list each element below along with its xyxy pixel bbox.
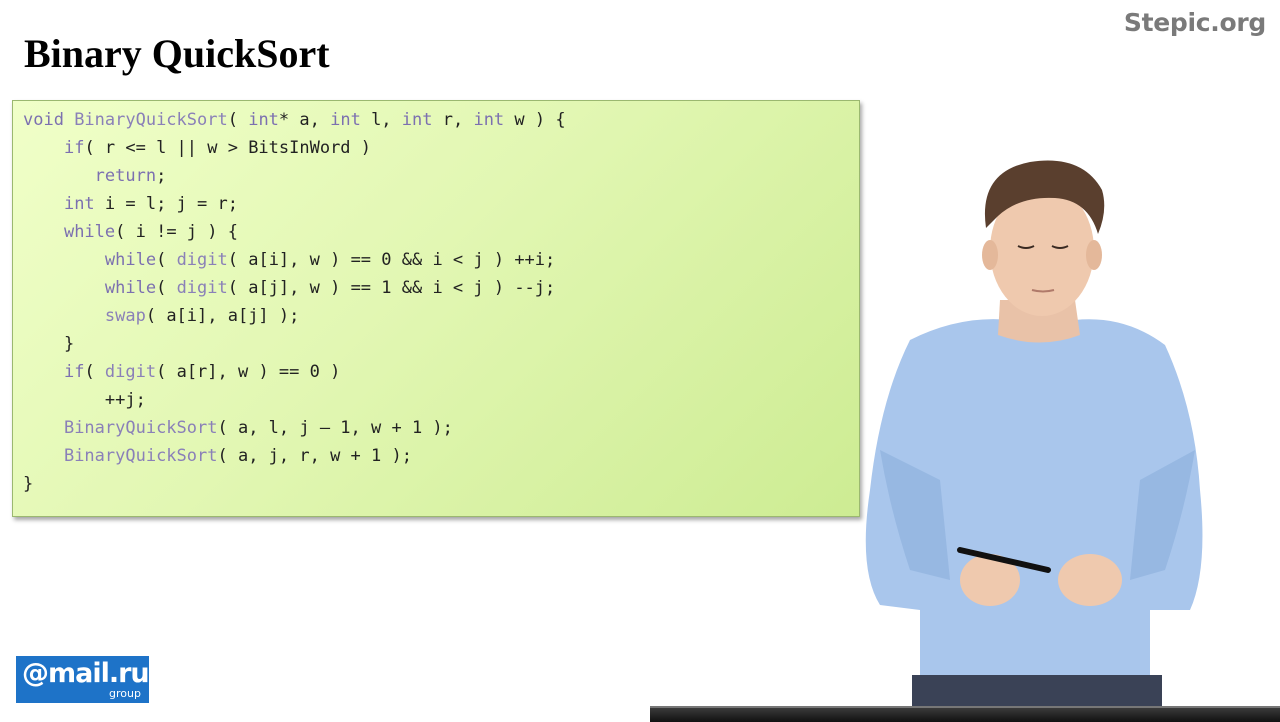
code-token: if — [63, 362, 85, 382]
code-token: digit — [104, 362, 157, 382]
code-line: while( digit( a[i], w ) == 0 && i < j ) … — [23, 246, 566, 274]
logo-main-text: @mail.ru — [22, 658, 150, 689]
logo-sub-text: group — [109, 687, 141, 700]
code-block: void BinaryQuickSort( int* a, int l, int… — [23, 106, 566, 498]
code-line: return; — [23, 162, 566, 190]
code-token: r, — [432, 110, 474, 130]
code-token — [23, 362, 64, 382]
code-token: ( a, j, r, w + 1 ); — [217, 446, 412, 466]
code-token: int — [248, 110, 279, 130]
code-token: while — [63, 222, 116, 242]
code-token: int — [401, 110, 433, 130]
code-token: ( a, l, j – 1, w + 1 ); — [217, 418, 453, 438]
code-token: ( a[j], w ) == 1 && i < j ) --j; — [227, 278, 556, 298]
code-line: while( digit( a[j], w ) == 1 && i < j ) … — [23, 274, 566, 302]
code-token: int — [473, 110, 505, 130]
code-token: BinaryQuickSort — [63, 418, 218, 438]
code-token: BinaryQuickSort — [74, 110, 228, 130]
code-line: if( digit( a[r], w ) == 0 ) — [23, 358, 566, 386]
code-token: while — [104, 278, 157, 298]
code-token — [23, 418, 64, 438]
code-token: int — [330, 110, 361, 130]
stepic-brand: Stepic.org — [1123, 8, 1266, 37]
code-token — [23, 306, 105, 326]
code-token: ++j; — [23, 390, 146, 410]
code-token: ( i != j ) { — [115, 222, 238, 242]
code-token: int — [63, 194, 95, 214]
code-token: ( — [156, 250, 177, 270]
code-token: digit — [176, 250, 228, 270]
code-token: ( — [156, 278, 177, 298]
code-token — [23, 250, 105, 270]
presenter-figure — [865, 160, 1203, 720]
code-line: ++j; — [23, 386, 566, 414]
code-token: i = l; j = r; — [94, 194, 238, 214]
code-token: digit — [176, 278, 228, 298]
code-token — [23, 222, 64, 242]
code-token — [23, 194, 64, 214]
code-line: swap( a[i], a[j] ); — [23, 302, 566, 330]
code-token: ( — [84, 362, 105, 382]
code-line: BinaryQuickSort( a, j, r, w + 1 ); — [23, 442, 566, 470]
code-token: w ) { — [504, 110, 566, 130]
code-panel: void BinaryQuickSort( int* a, int l, int… — [12, 100, 860, 517]
code-line: BinaryQuickSort( a, l, j – 1, w + 1 ); — [23, 414, 566, 442]
slide-title: Binary QuickSort — [24, 31, 330, 76]
code-token: ( a[i], w ) == 0 && i < j ) ++i; — [227, 250, 556, 270]
code-token: while — [104, 250, 157, 270]
monitor-edge — [650, 706, 1280, 722]
code-token: ( a[r], w ) == 0 ) — [156, 362, 341, 382]
code-line: if( r <= l || w > BitsInWord ) — [23, 134, 566, 162]
code-token: BinaryQuickSort — [63, 446, 218, 466]
code-token: } — [23, 474, 34, 494]
code-token: void — [23, 110, 75, 130]
code-token: } — [23, 334, 75, 354]
code-token: if — [63, 138, 85, 158]
code-token — [23, 278, 105, 298]
code-token — [23, 166, 95, 186]
code-line: } — [23, 470, 566, 498]
code-token: l, — [360, 110, 402, 130]
code-token — [23, 138, 64, 158]
code-line: int i = l; j = r; — [23, 190, 566, 218]
code-token: return — [94, 166, 157, 186]
code-token: ( r <= l || w > BitsInWord ) — [84, 138, 372, 158]
code-line: while( i != j ) { — [23, 218, 566, 246]
code-line: } — [23, 330, 566, 358]
code-token: ( — [227, 110, 249, 130]
code-token: ; — [156, 166, 167, 186]
code-token: * a, — [278, 110, 331, 130]
mail-ru-group-logo: @mail.ru group — [16, 656, 150, 703]
code-token: swap — [104, 306, 146, 326]
code-token — [23, 446, 64, 466]
code-token: ( a[i], a[j] ); — [145, 306, 300, 326]
code-line: void BinaryQuickSort( int* a, int l, int… — [23, 106, 566, 134]
